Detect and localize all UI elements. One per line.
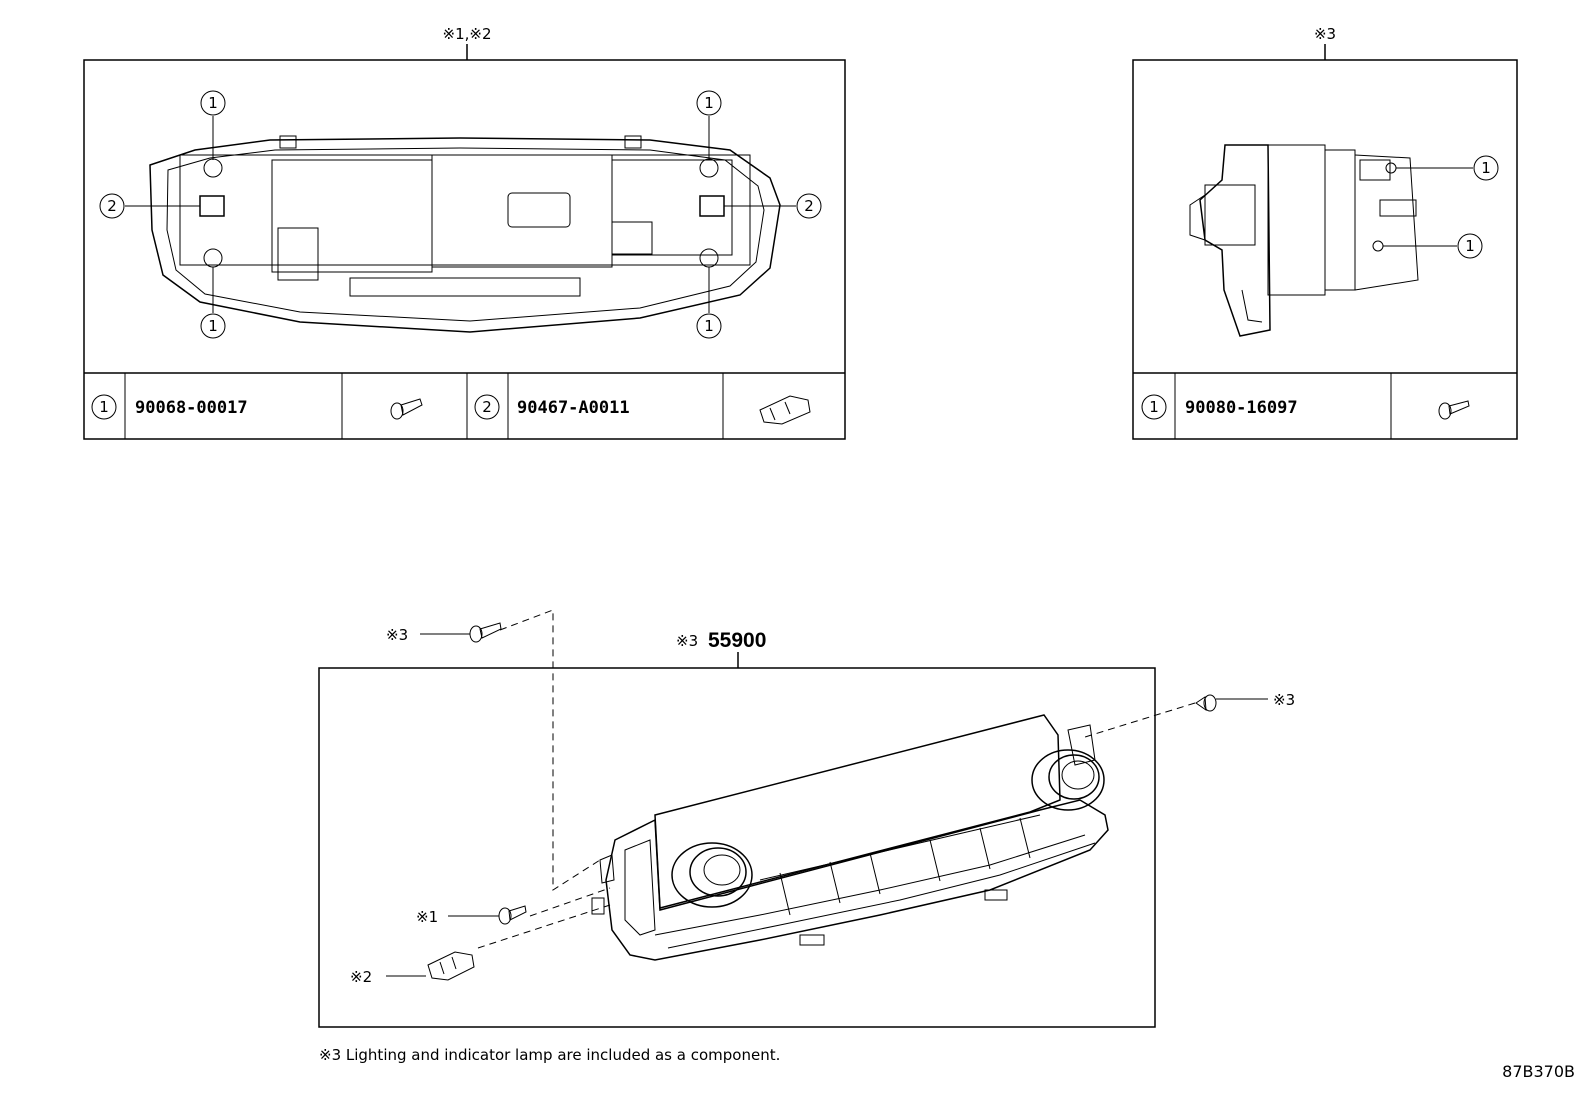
screw-icon: [390, 398, 423, 420]
panel-b-header: ※3: [1314, 25, 1336, 43]
callout-screw-right: ※3: [1273, 691, 1295, 709]
table-a-num-1: 1: [99, 398, 109, 416]
figure-code: 87B370B: [1502, 1062, 1575, 1081]
left-knob: [671, 842, 753, 908]
callout-clip-lower: ※2: [350, 968, 372, 986]
right-knob: [1031, 749, 1105, 811]
callout-screw-lower: ※1: [416, 908, 438, 926]
panel-b: ※3 1 1 1: [1132, 25, 1518, 440]
panel-b-frame: [1132, 59, 1518, 440]
main-part-number-55900: 55900: [708, 629, 766, 652]
table-a-num-2: 2: [482, 398, 492, 416]
screw-lower: [498, 905, 527, 925]
callout-screw-top-left: ※3: [386, 626, 408, 644]
part-number-90068-00017: 90068-00017: [135, 398, 248, 418]
callout-b-bottom: 1: [1465, 237, 1475, 255]
main-frame: [318, 667, 1156, 1028]
callout-circle: [99, 193, 125, 219]
panel-a-table: 1 90068-00017 2 90467-A0011: [91, 373, 811, 439]
callout-b-top: 1: [1481, 159, 1491, 177]
callout-a-left: 2: [107, 197, 117, 215]
clip-lower: [427, 951, 475, 981]
footnote: ※3 Lighting and indicator lamp are inclu…: [319, 1046, 780, 1064]
panel-a-frame: [83, 59, 846, 440]
callout-a-top-right: 1: [704, 94, 714, 112]
part-number-90080-16097: 90080-16097: [1185, 398, 1298, 418]
callout-circle: [796, 193, 822, 219]
clip-icon: [759, 395, 811, 425]
callout-a-bottom-left: 1: [208, 317, 218, 335]
panel-a: ※1,※2 1: [83, 25, 846, 440]
main-part-mark: ※3: [676, 632, 698, 650]
main-assembly: ※3 55900: [318, 609, 1295, 1028]
callout-circle: [696, 90, 722, 116]
screw-icon: [1438, 400, 1470, 420]
panel-a-callouts: 1 1 1 1 2 2: [99, 90, 822, 339]
panel-b-table: 1 90080-16097: [1141, 373, 1470, 439]
screw-right: [1195, 694, 1217, 712]
callout-a-right: 2: [804, 197, 814, 215]
panel-b-callouts: 1 1: [1383, 155, 1499, 259]
callout-circle: [200, 90, 226, 116]
callout-a-top-left: 1: [208, 94, 218, 112]
callout-circle: [200, 313, 226, 339]
climate-control-panel: [591, 714, 1109, 961]
panel-b-drawing: [1189, 144, 1419, 337]
panel-a-drawing: [149, 135, 781, 333]
callout-a-bottom-right: 1: [704, 317, 714, 335]
part-number-90467-A0011: 90467-A0011: [517, 398, 630, 418]
panel-a-header: ※1,※2: [443, 25, 492, 43]
callout-circle: [696, 313, 722, 339]
table-b-num-1: 1: [1149, 398, 1159, 416]
screw-top-left: [469, 622, 502, 643]
